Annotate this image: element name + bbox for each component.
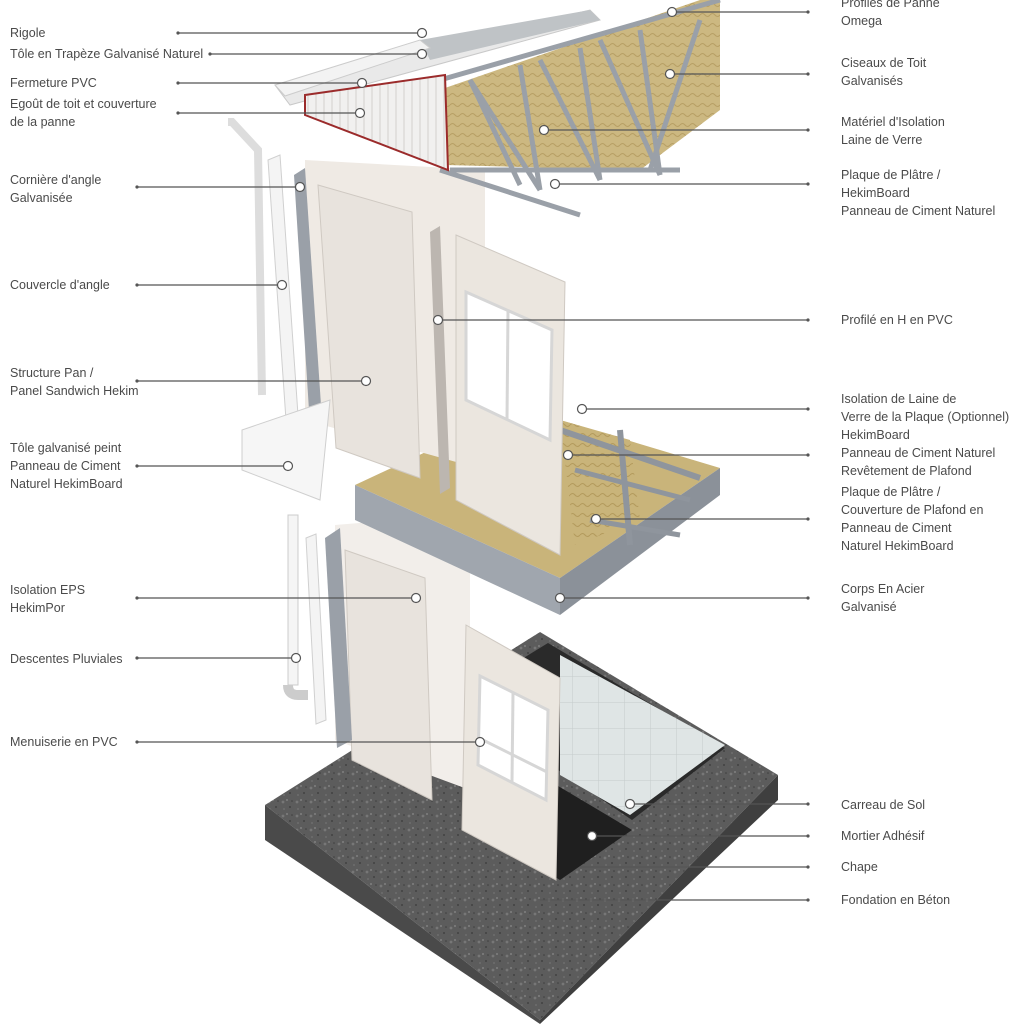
corner-cover-lower [305,533,327,725]
corner-angle-galvanized [294,168,322,426]
downpipe-upper [228,118,266,396]
lower-steel-post [325,528,352,748]
leader-end-dots [135,10,810,902]
trapezoid-roof-sheet [274,9,601,106]
h-profile-pvc [430,226,450,494]
pvc-window-lower [461,624,561,881]
pvc-window-upper [455,234,566,556]
lower-eps-panel [344,549,433,801]
sandwich-panel [317,184,421,479]
roof-truss [439,0,721,218]
floor-steel-joists [559,427,701,546]
downpipe-lower [283,514,308,700]
painted-sheet [241,399,331,501]
floor-tile [560,655,725,815]
leader-lines [137,6,808,901]
roof-eave-cover [304,73,450,172]
